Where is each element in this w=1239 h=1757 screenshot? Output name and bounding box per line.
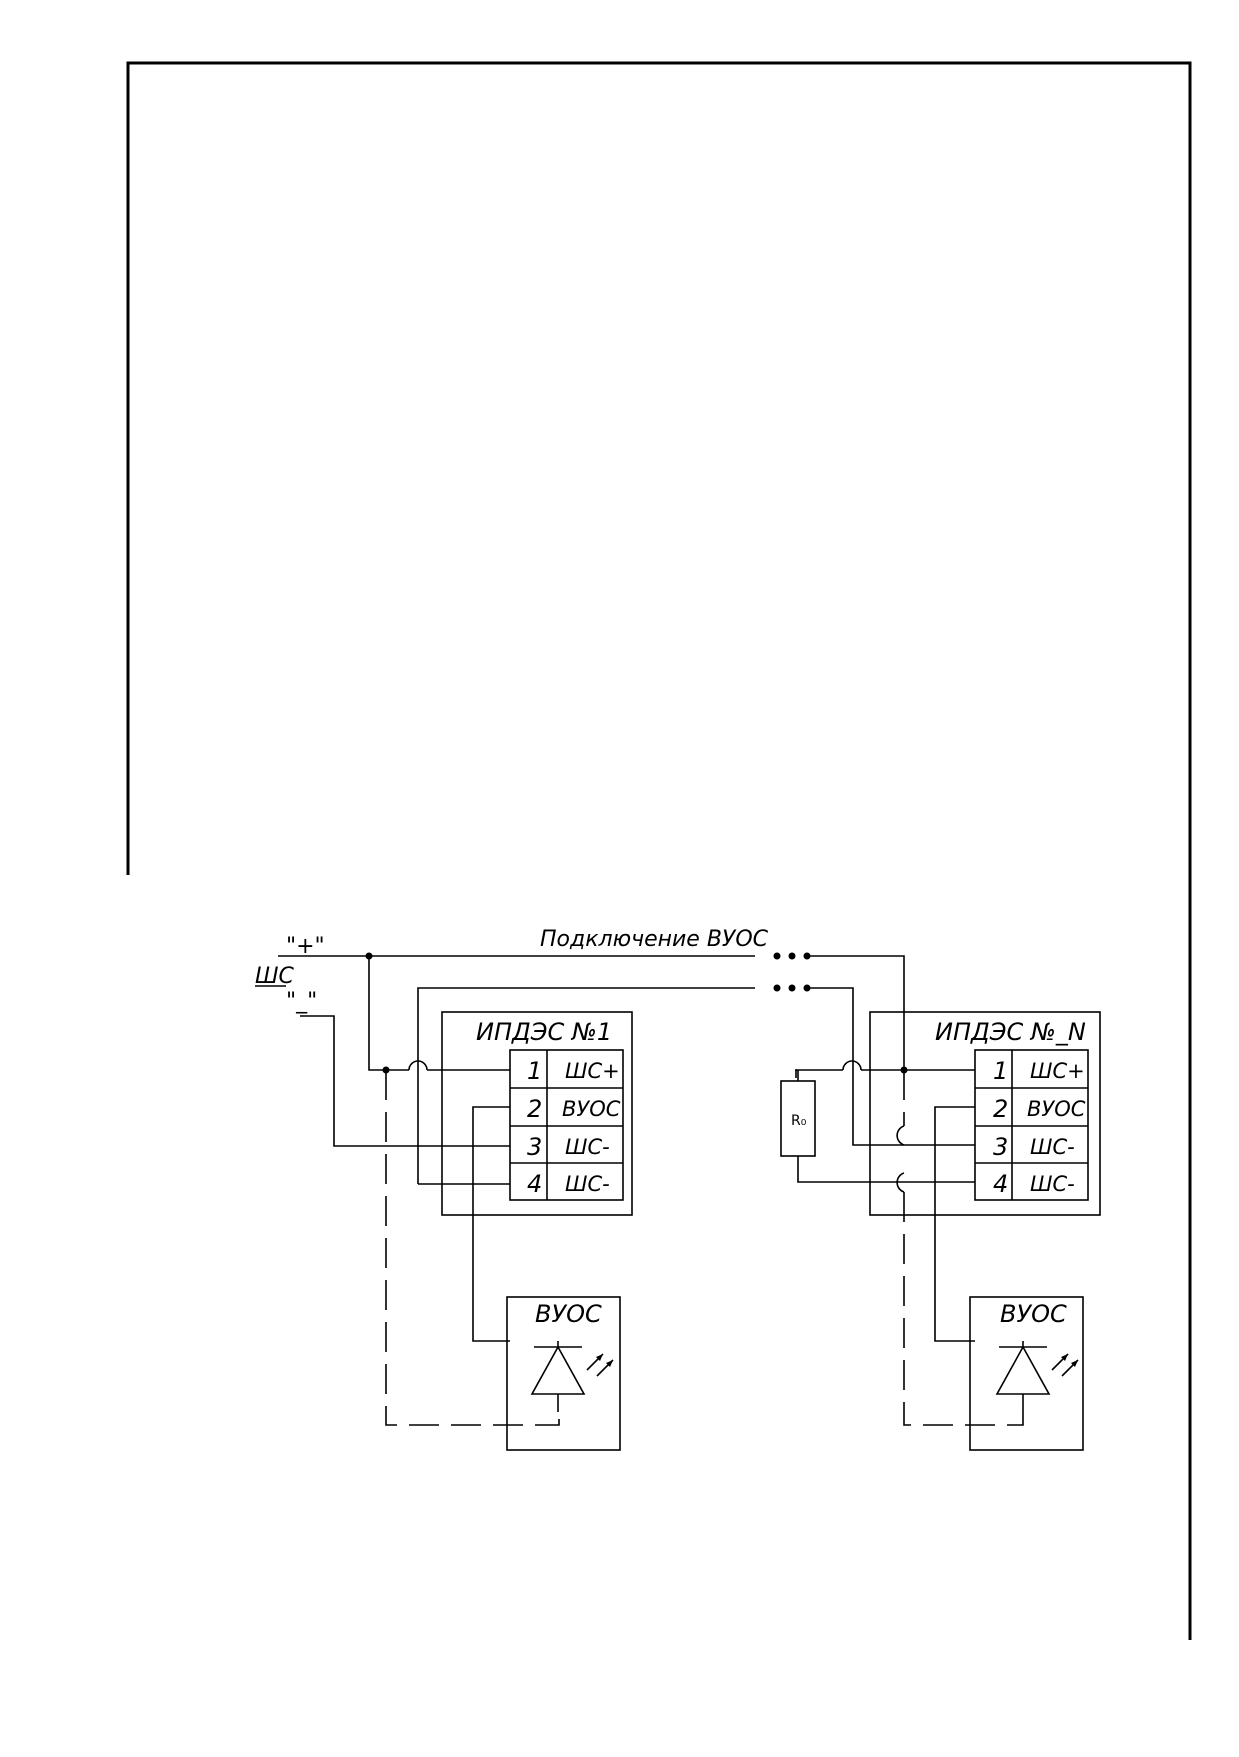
indicator-1-box	[506, 1296, 621, 1451]
device-1-pin-3-number: 3	[527, 1133, 542, 1161]
device-n-pin-1-number: 1	[993, 1057, 1008, 1085]
device-1-pin-3-signal: ШС-	[565, 1135, 610, 1159]
device-1-terminal-block	[509, 1049, 624, 1201]
device-1-pin-2-number: 2	[527, 1095, 542, 1123]
loop-label: ШС	[255, 964, 295, 989]
device-1: ИПДЭС №1 1 2 3 4 ШС+ ВУОС ШС- ШС-	[441, 1011, 633, 1216]
led-icon	[995, 1341, 1079, 1412]
device-n-terminal-block	[974, 1049, 1089, 1201]
indicator-1-title: ВУОС	[535, 1300, 602, 1328]
device-1-pin-2-signal: ВУОС	[562, 1097, 621, 1121]
device-n-pin-2-signal: ВУОС	[1027, 1097, 1086, 1121]
device-n: ИПДЭС №_N 1 2 3 4 ШС+ ВУОС ШС- ШС-	[869, 1011, 1101, 1216]
page-frame	[126, 61, 1192, 1640]
minus-label: "_"	[286, 989, 317, 1014]
device-n-title: ИПДЭС №_N	[935, 1018, 1086, 1046]
device-n-wiring	[852, 1065, 1024, 1426]
device-n-pin-4-signal: ШС-	[1030, 1172, 1075, 1196]
indicator-n-title: ВУОС	[1000, 1300, 1067, 1328]
device-n-pin-2-number: 2	[993, 1095, 1008, 1123]
device-n-pin-1-signal: ШС+	[1030, 1059, 1085, 1083]
device-1-wiring	[368, 956, 560, 1426]
device-n-pin-4-number: 4	[993, 1170, 1008, 1198]
end-of-line-resistor: R₀	[780, 1060, 975, 1183]
device-1-box	[441, 1011, 633, 1216]
device-1-pin-1-number: 1	[527, 1057, 542, 1085]
device-n-pin-3-number: 3	[993, 1133, 1008, 1161]
bus-wires	[278, 952, 905, 1184]
diagram-title: Подключение ВУОС	[540, 927, 769, 952]
indicator-n-box	[969, 1296, 1084, 1451]
device-1-title: ИПДЭС №1	[476, 1018, 612, 1046]
device-1-pin-4-signal: ШС-	[565, 1172, 610, 1196]
indicator-1: ВУОС	[506, 1296, 621, 1451]
device-1-pin-4-number: 4	[527, 1170, 542, 1198]
led-icon	[530, 1341, 614, 1412]
device-1-pin-1-signal: ШС+	[565, 1059, 620, 1083]
device-n-box	[869, 1011, 1101, 1216]
indicator-n: ВУОС	[969, 1296, 1084, 1451]
resistor-label: R₀	[791, 1113, 807, 1129]
device-n-pin-3-signal: ШС-	[1030, 1135, 1075, 1159]
plus-label: "+"	[286, 934, 325, 959]
